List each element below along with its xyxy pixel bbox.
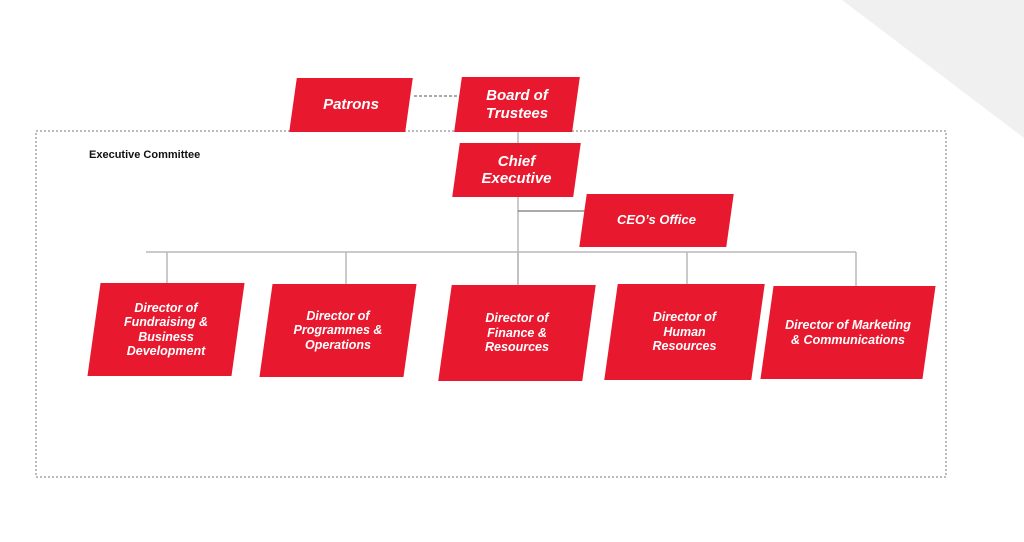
director-marketing-label: Director of Marketing & Communications bbox=[785, 318, 911, 347]
director-hr-box: Director of Human Resources bbox=[604, 284, 765, 380]
corner-decoration bbox=[842, 0, 1024, 138]
director-finance-box: Director of Finance & Resources bbox=[438, 285, 596, 381]
director-fundraising-label: Director of Fundraising & Business Devel… bbox=[123, 300, 209, 358]
director-programmes-box: Director of Programmes & Operations bbox=[259, 284, 417, 377]
patrons-box: Patrons bbox=[289, 78, 413, 132]
ceo-label: Chief Executive bbox=[481, 152, 552, 187]
director-marketing-box: Director of Marketing & Communications bbox=[760, 286, 936, 379]
director-fundraising-box: Director of Fundraising & Business Devel… bbox=[87, 283, 245, 376]
board-of-trustees-box: Board of Trustees bbox=[454, 77, 580, 132]
ceo-office-box: CEO’s Office bbox=[579, 194, 734, 247]
executive-committee-label: Executive Committee bbox=[89, 149, 201, 161]
patrons-label: Patrons bbox=[323, 96, 379, 114]
director-programmes-label: Director of Programmes & Operations bbox=[293, 308, 383, 352]
chief-executive-box: Chief Executive bbox=[452, 143, 581, 197]
ceo-office-label: CEO’s Office bbox=[617, 212, 696, 228]
board-label: Board of Trustees bbox=[485, 87, 549, 122]
director-finance-label: Director of Finance & Resources bbox=[485, 311, 549, 355]
director-hr-label: Director of Human Resources bbox=[652, 310, 717, 354]
